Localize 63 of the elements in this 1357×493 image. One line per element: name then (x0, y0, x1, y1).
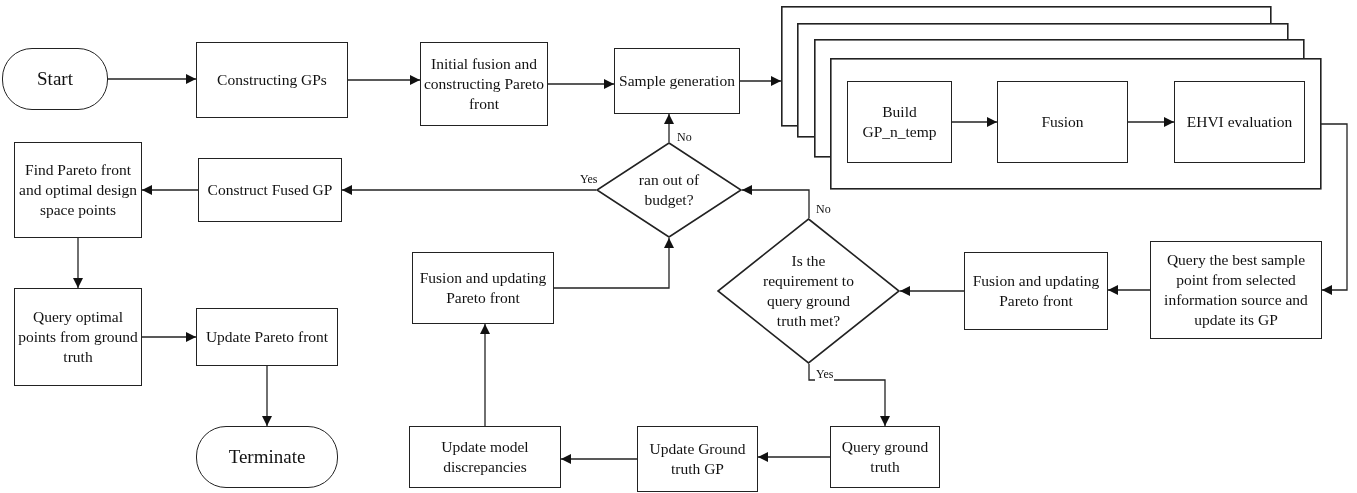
node-label: Initial fusion and constructing Pareto front (422, 53, 546, 115)
decision-diamond (596, 142, 742, 238)
process-box (198, 158, 342, 222)
edge-label: Yes (815, 368, 835, 382)
node-label: Fusion (1041, 111, 1084, 132)
process-box (847, 81, 952, 163)
arrow (741, 185, 810, 219)
arrow (664, 113, 674, 143)
process-box (196, 308, 338, 366)
process-box (196, 42, 348, 118)
process-box (1150, 241, 1322, 339)
node-label: Update Pareto front (205, 326, 329, 347)
process-box (830, 426, 940, 488)
node-label: Constructing GPs (217, 69, 327, 90)
arrow (1320, 123, 1348, 295)
node-label: ran out of budget? (637, 169, 701, 210)
process-box (14, 142, 142, 238)
node-label: Sample generation (619, 70, 735, 91)
arrow (341, 185, 597, 195)
node-label: Fusion and updating Pareto front (418, 267, 548, 308)
arrow (951, 117, 998, 127)
arrow (480, 323, 490, 427)
arrow (739, 76, 782, 86)
process-box (997, 81, 1128, 163)
node-label: Terminate (228, 444, 306, 469)
node-label: Update model discrepancies (440, 436, 530, 477)
terminal-box (2, 48, 108, 110)
process-box (1174, 81, 1305, 163)
node-label: Update Ground truth GP (648, 438, 747, 479)
process-box (14, 288, 142, 386)
node-label: Build GP_n_temp (861, 101, 938, 142)
arrow (757, 452, 831, 462)
process-box (614, 48, 740, 114)
arrow (347, 75, 421, 85)
node-label: Is the requirement to query ground truth met? (762, 250, 855, 332)
node-label: Query the best sample point from selected information source and update its GP (1163, 249, 1309, 331)
node-label: EHVI evaluation (1186, 111, 1293, 132)
node-label: Query optimal points from ground truth (17, 306, 139, 368)
arrow (141, 332, 197, 342)
arrow (547, 79, 615, 89)
process-box (420, 42, 548, 126)
process-box (637, 426, 758, 492)
arrow (1107, 285, 1151, 295)
node-label: Query ground truth (840, 436, 930, 477)
stacked-panels (781, 6, 1321, 189)
process-box (409, 426, 561, 488)
arrow (899, 286, 965, 296)
arrow (107, 74, 197, 84)
decision-diamond (717, 218, 900, 364)
node-label: Find Pareto front and optimal design space points (18, 159, 138, 221)
arrow (553, 237, 674, 289)
process-box (964, 252, 1108, 330)
process-box (412, 252, 554, 324)
arrow (1127, 117, 1175, 127)
arrow (808, 363, 890, 427)
arrow (141, 185, 199, 195)
arrow (262, 365, 272, 427)
node-label: Construct Fused GP (207, 179, 333, 200)
node-label: Start (37, 66, 73, 91)
arrow (560, 454, 638, 464)
node-label: Fusion and updating Pareto front (971, 270, 1101, 311)
terminal-box (196, 426, 338, 488)
arrow (73, 237, 83, 289)
